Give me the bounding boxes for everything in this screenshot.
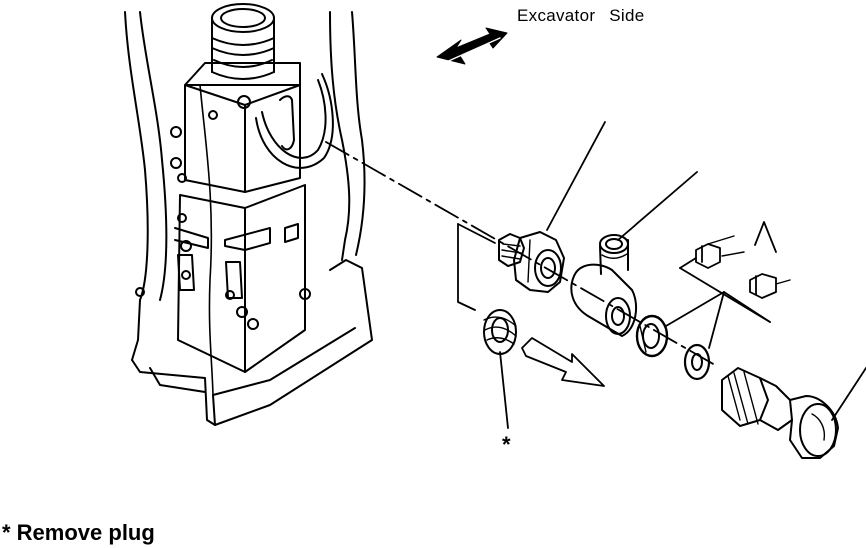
union-fitting (722, 368, 838, 458)
leader-line-fitting (547, 122, 605, 230)
connection-bracket (458, 224, 495, 310)
leader-line-plug (500, 352, 508, 428)
direction-arrow-hollow (522, 338, 604, 386)
tee-fitting (571, 235, 636, 336)
seal-detail (696, 236, 790, 298)
seal-ring (637, 316, 667, 356)
hex-fitting (499, 232, 564, 292)
plug (484, 310, 516, 354)
excavator-side-label: Excavator Side (517, 6, 645, 26)
direction-word-1: Excavator (517, 6, 596, 25)
direction-word-2: Side (609, 6, 645, 25)
excavator-side-arrow (437, 28, 507, 64)
leader-line-tee (618, 172, 697, 240)
valve-housing (125, 4, 372, 425)
washer (685, 345, 709, 379)
remove-plug-note: * Remove plug (2, 520, 155, 545)
leader-lines-seal (666, 222, 776, 348)
plug-marker-label: * (502, 432, 511, 457)
leader-line-union (832, 368, 866, 420)
